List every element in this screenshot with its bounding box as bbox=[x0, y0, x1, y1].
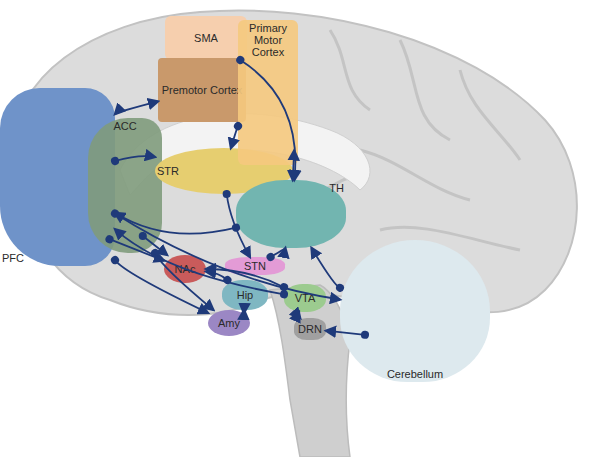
projection-arrow bbox=[243, 310, 245, 313]
region-label: VTA bbox=[293, 290, 318, 306]
region-label: ACC bbox=[111, 118, 138, 134]
projection-arrow bbox=[293, 151, 295, 181]
region-label: Primary Motor Cortex bbox=[238, 20, 298, 60]
region-label: PFC bbox=[0, 250, 26, 266]
brain-region: VTA bbox=[284, 284, 326, 312]
projection-arrow bbox=[206, 271, 227, 280]
projection-arrow bbox=[115, 214, 340, 300]
brain-region: Primary Motor Cortex bbox=[238, 20, 298, 165]
projection-arrow bbox=[155, 253, 213, 310]
brain-region: Hip bbox=[222, 280, 268, 310]
projection-arrow bbox=[115, 156, 155, 161]
projection-arrow bbox=[115, 213, 236, 234]
region-label: Hip bbox=[235, 287, 256, 303]
region-label: STN bbox=[242, 258, 268, 274]
projection-arrow bbox=[206, 269, 284, 287]
brain-region: Cerebellum bbox=[340, 240, 490, 382]
projection-arrow bbox=[115, 101, 158, 114]
projection-arrow bbox=[240, 60, 295, 180]
brain-region: ACC bbox=[88, 118, 162, 253]
projection-arrow bbox=[227, 194, 250, 257]
brain-region: DRN bbox=[294, 318, 326, 340]
region-label: DRN bbox=[296, 321, 324, 337]
region-label: STR bbox=[155, 163, 181, 179]
region-fill bbox=[340, 240, 490, 382]
region-label: Premotor Cortex bbox=[160, 82, 245, 98]
brain-region: STN bbox=[225, 257, 285, 275]
projection-arrow bbox=[143, 236, 167, 255]
region-fill bbox=[88, 118, 162, 253]
projection-arrow bbox=[115, 260, 208, 313]
brain-silhouette bbox=[15, 10, 577, 315]
projection-arrow bbox=[115, 229, 284, 294]
projection-arrow bbox=[299, 312, 301, 318]
brain-region: NAc bbox=[164, 255, 206, 283]
region-label: SMA bbox=[192, 30, 220, 46]
region-label: TH bbox=[327, 180, 346, 196]
brainstem bbox=[270, 285, 350, 457]
projection-arrow bbox=[312, 248, 341, 288]
brain-region: TH bbox=[236, 180, 346, 248]
projection-arrow bbox=[326, 331, 365, 335]
brain-region: Amy bbox=[208, 310, 250, 336]
brain-region: SMA bbox=[165, 16, 247, 60]
projection-arrow bbox=[231, 126, 238, 148]
region-label: NAc bbox=[173, 261, 198, 277]
projection-arrow bbox=[271, 248, 286, 257]
projection-arrow bbox=[110, 239, 165, 261]
brain-region: Premotor Cortex bbox=[158, 58, 246, 122]
region-label: Amy bbox=[216, 315, 242, 331]
region-label: Cerebellum bbox=[385, 366, 445, 382]
